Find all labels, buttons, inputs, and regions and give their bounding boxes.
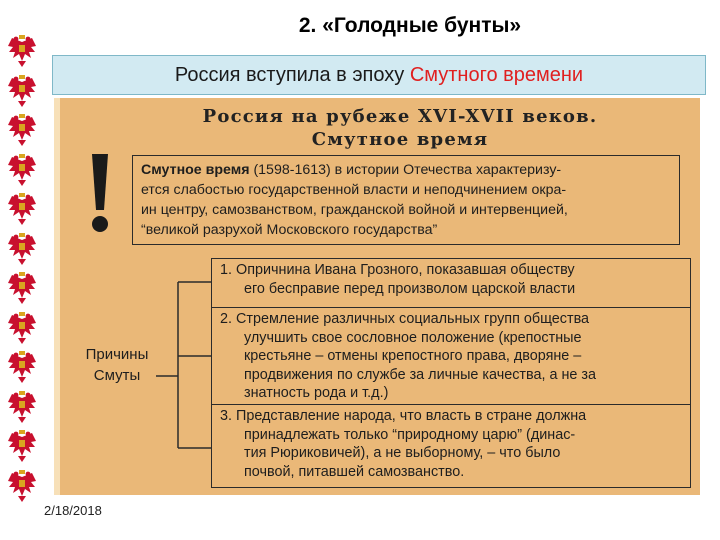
exclamation-icon: [92, 154, 108, 232]
definition-line: ется слабостью государственной власти и …: [141, 182, 567, 198]
definition-box: Смутное время (1598-1613) в истории Отеч…: [132, 155, 680, 245]
double-headed-eagle-icon: [8, 390, 36, 423]
double-headed-eagle-icon: [8, 74, 36, 107]
causes-label: Причины Смуты: [72, 344, 162, 386]
double-headed-eagle-icon: [8, 272, 36, 304]
double-headed-eagle-icon: [8, 114, 36, 146]
cause-item: 3. Представление народа, что власть в ст…: [220, 408, 587, 480]
causes-label-line1: Причины: [85, 346, 149, 363]
slide-date: 2/18/2018: [44, 503, 102, 518]
causes-label-line2: Смуты: [93, 367, 141, 384]
causes-table: 1. Опричнина Ивана Грозного, показавшая …: [211, 258, 691, 488]
definition-line: ин центру, самозванством, гражданской во…: [141, 202, 568, 218]
cause-item: 2. Стремление различных социальных групп…: [212, 308, 690, 405]
double-headed-eagle-icon: [8, 153, 36, 186]
double-headed-eagle-icon: [8, 311, 36, 344]
subtitle-text: Россия вступила в эпоху: [174, 64, 410, 86]
subtitle: Россия вступила в эпоху Смутного времени: [53, 64, 705, 87]
double-headed-eagle-icon: [8, 351, 36, 383]
slide-title: 2. «Голодные бунты»: [298, 14, 522, 37]
poster-title-line2: Смутное время: [311, 129, 489, 150]
poster-image: Россия на рубеже XVI-XVII веков. Смутное…: [54, 98, 700, 495]
cause-item: 1. Опричнина Ивана Грозного, показавшая …: [212, 259, 690, 308]
poster-title-line1: Россия на рубеже XVI-XVII веков.: [202, 106, 598, 127]
subtitle-highlight: Смутного времени: [409, 64, 584, 86]
double-headed-eagle-icon: [8, 232, 36, 265]
causes-connector: [156, 281, 212, 449]
definition-term: Смутное время: [141, 162, 250, 178]
eagle-border: [2, 34, 42, 504]
double-headed-eagle-icon: [8, 430, 36, 462]
subtitle-banner: Россия вступила в эпоху Смутного времени: [52, 55, 706, 95]
double-headed-eagle-icon: [8, 35, 36, 67]
double-headed-eagle-icon: [8, 193, 36, 225]
definition-line: (1598-1613) в истории Отечества характер…: [249, 162, 562, 178]
definition-line: “великой разрухой Московского государств…: [141, 222, 438, 238]
double-headed-eagle-icon: [8, 469, 36, 502]
